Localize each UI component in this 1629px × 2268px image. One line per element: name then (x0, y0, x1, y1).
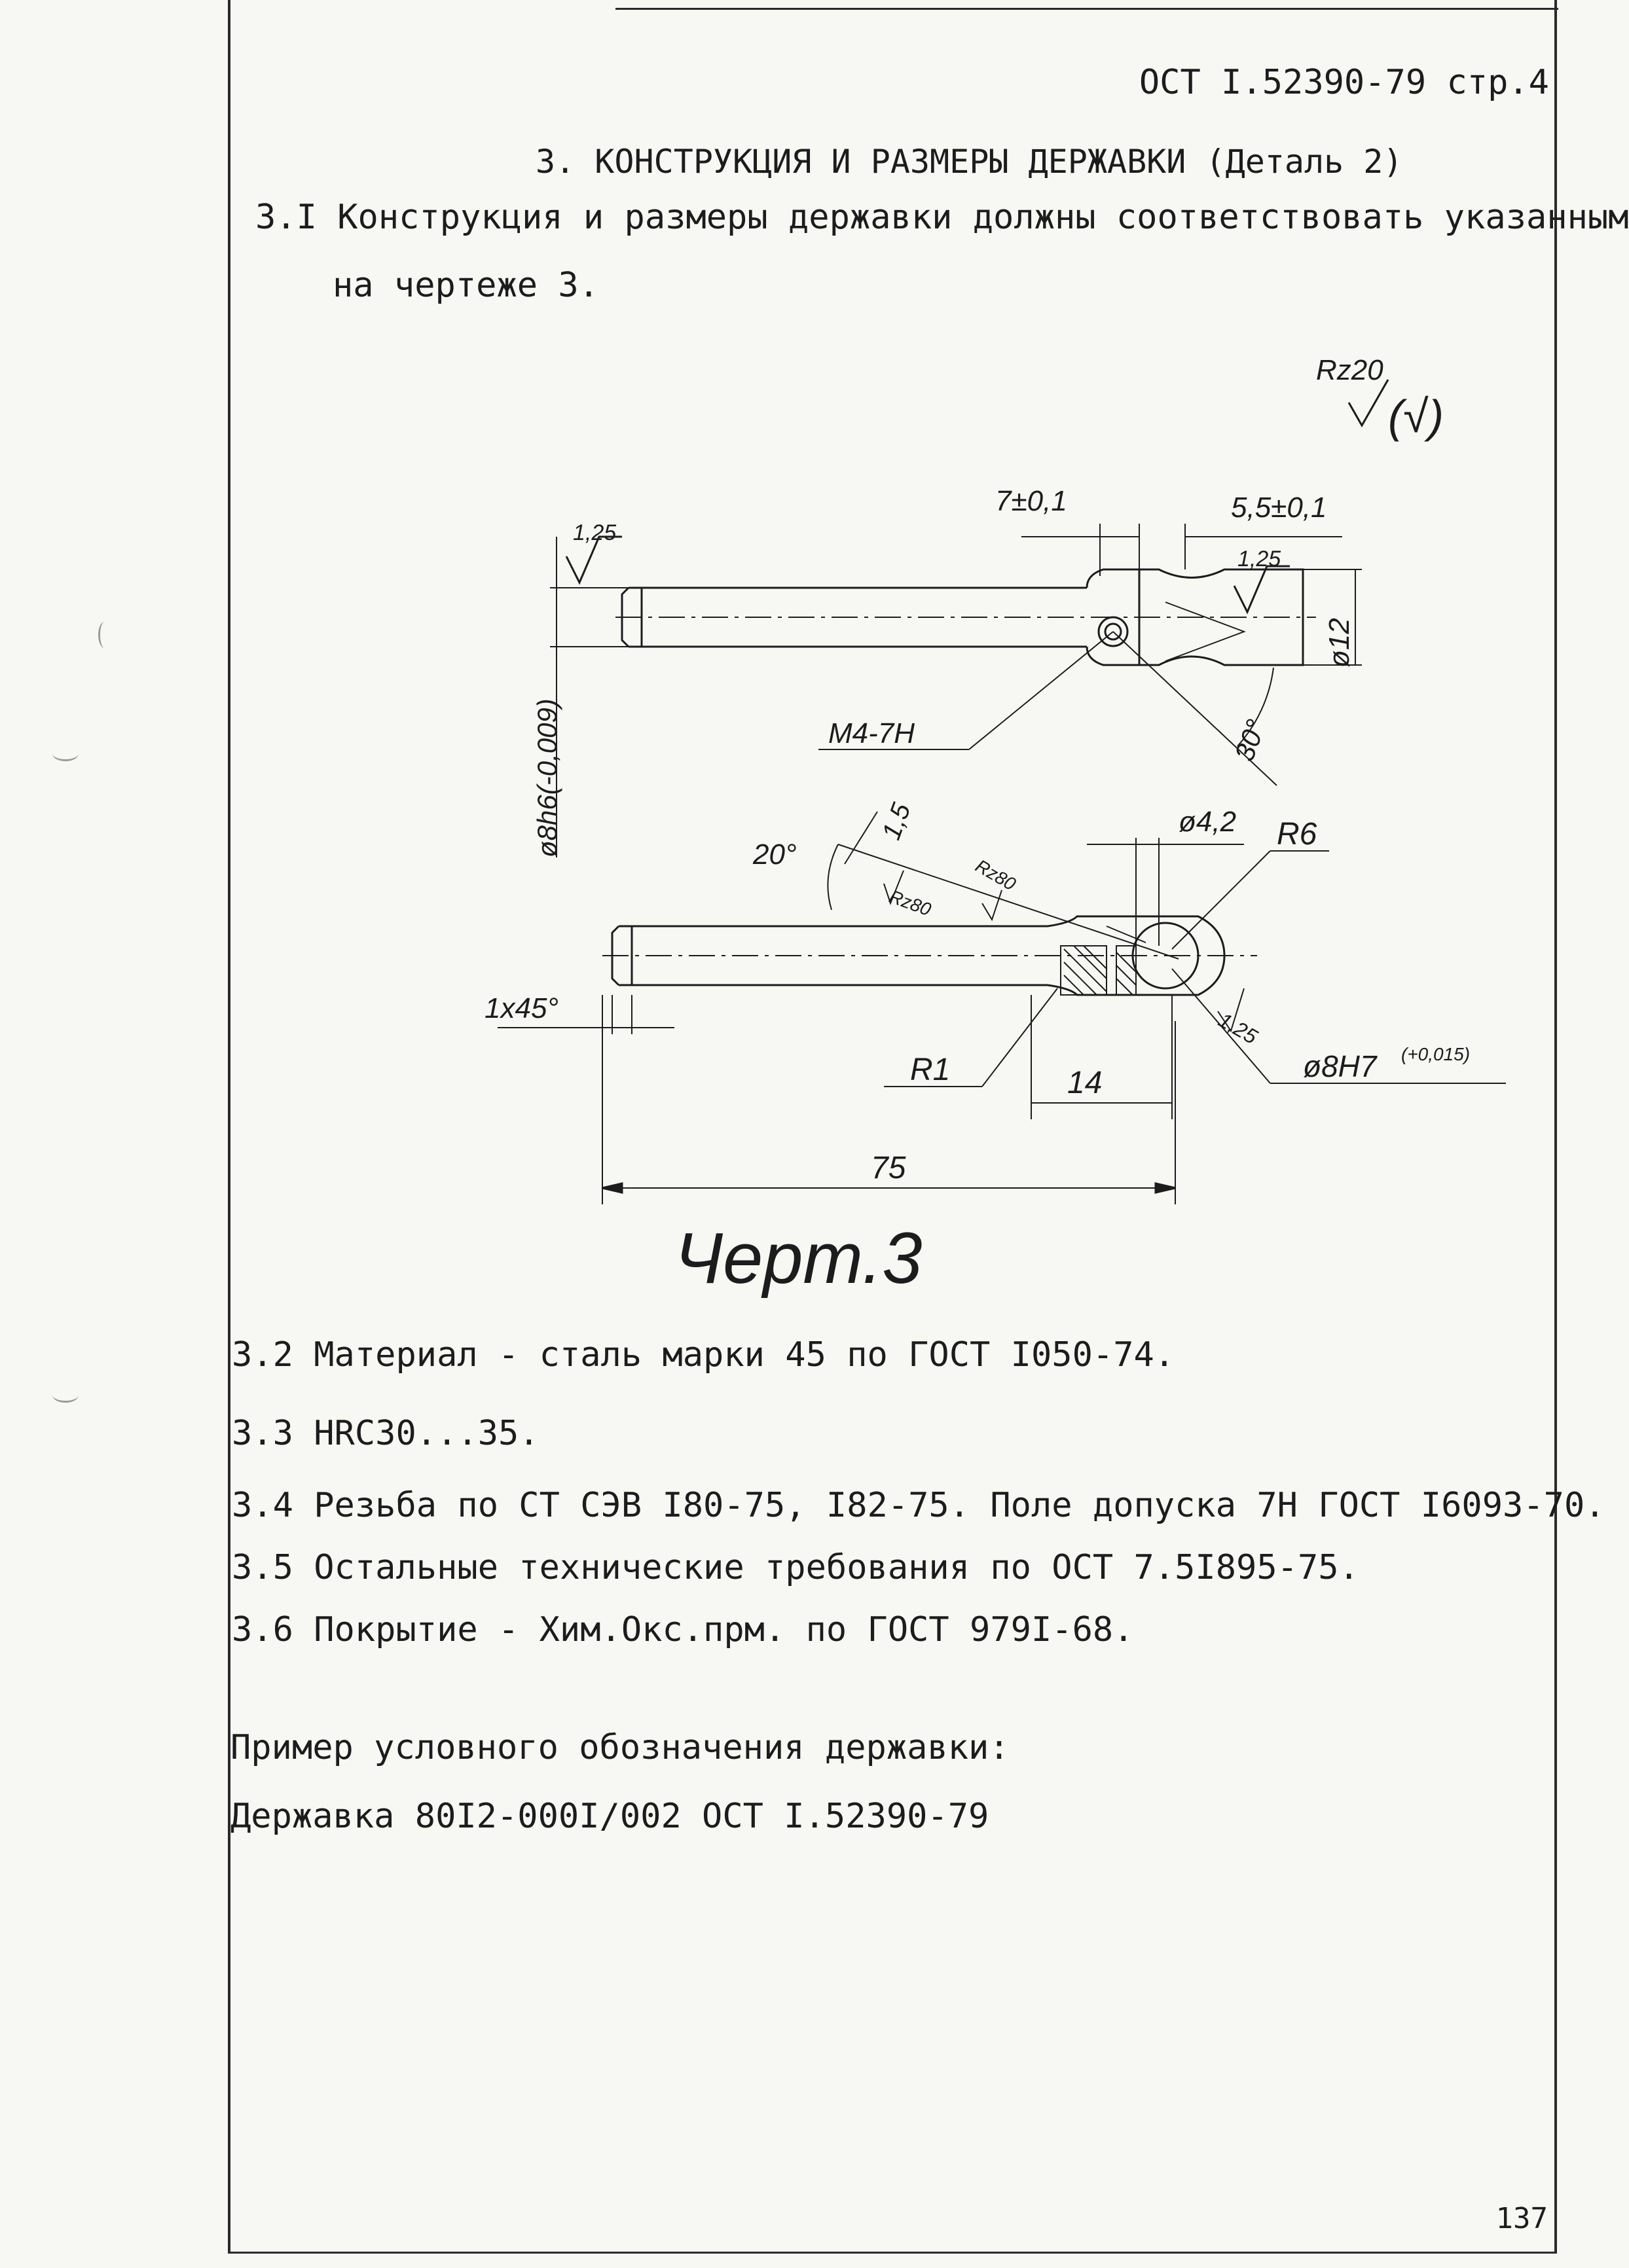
page-frame (228, 0, 1557, 2254)
chamfer-1x45: 1x45° (485, 992, 558, 1024)
angle-20: 20° (752, 838, 797, 871)
dim-1-5: 1,5 (877, 799, 917, 844)
rz80-b: Rz80 (972, 855, 1019, 895)
roughness-bracket: (√) (1388, 391, 1444, 442)
roughness-symbol: R​z20 (√) (1316, 354, 1444, 442)
list-item: 3.3 HRC30...35. (232, 1414, 540, 1453)
clause-3-1-line2: на чертеже 3. (333, 266, 599, 305)
item-text: HRC30...35. (314, 1414, 540, 1453)
list-item: 3.4 Резьба по СТ СЭВ I80-75, I82-75. Пол… (232, 1486, 1605, 1525)
top-border-line (615, 8, 1558, 10)
dim-roughness-125-right: 1,25 (1237, 547, 1281, 571)
item-number: 3.2 (232, 1335, 293, 1375)
dim-roughness-125-head: 1,25 (1215, 1008, 1262, 1049)
radius-6: R6 (1277, 817, 1317, 852)
page-number: 137 (1495, 2202, 1548, 2235)
example-value: Державка 80I2-000I/002 ОСТ I.52390-79 (230, 1797, 989, 1836)
example-label: Пример условного обозначения державки: (230, 1728, 1010, 1767)
dim-14: 14 (1067, 1066, 1102, 1100)
item-text: Резьба по СТ СЭВ I80-75, I82-75. Поле до… (314, 1486, 1605, 1525)
dim-5-5: 5,5±0,1 (1231, 492, 1327, 524)
item-number: 3.4 (232, 1486, 293, 1525)
item-text: Материал - сталь марки 45 по ГОСТ I050-7… (314, 1335, 1175, 1375)
dim-d12: ø12 (1323, 618, 1355, 668)
item-text: Остальные технические требования по ОСТ … (314, 1548, 1359, 1587)
item-number: 3.5 (232, 1548, 293, 1587)
item-number: 3.3 (232, 1414, 293, 1453)
list-item: 3.2 Материал - сталь марки 45 по ГОСТ I0… (232, 1335, 1175, 1375)
roughness-label: R​z20 (1316, 354, 1383, 386)
dim-roughness-125-left: 1,25 (573, 520, 616, 545)
dim-d8h7-tolerance: (+0,015) (1401, 1044, 1470, 1064)
drawing-caption: Черт.3 (674, 1218, 923, 1299)
thread-label: M4-7H (828, 717, 915, 749)
document-reference: ОСТ I.52390-79 стр.4 (1139, 63, 1549, 102)
rz80-a: Rz80 (887, 886, 934, 920)
dim-75: 75 (871, 1151, 906, 1185)
list-item: 3.6 Покрытие - Хим.Окс.прм. по ГОСТ 979I… (232, 1610, 1134, 1649)
radius-1: R1 (910, 1053, 950, 1087)
dim-d4-2: ø4,2 (1179, 806, 1236, 838)
section-title: 3. КОНСТРУКЦИЯ И РАЗМЕРЫ ДЕРЖАВКИ (Детал… (536, 143, 1403, 181)
list-item: 3.5 Остальные технические требования по … (232, 1548, 1359, 1587)
scan-mark (98, 622, 111, 648)
item-text: Покрытие - Хим.Окс.прм. по ГОСТ 979I-68. (314, 1610, 1134, 1649)
top-view: 1,25 7±0,1 5,5±0,1 1,25 ø12 ø8h6(-0,009)… (532, 485, 1362, 857)
angle-30: 30° (1228, 715, 1272, 765)
item-number: 3.6 (232, 1610, 293, 1649)
technical-drawing: R​z20 (√) 1,25 7±0,1 5,5±0,1 1,25 ø1 (485, 354, 1506, 1299)
dim-d8h7: ø8H7 (1303, 1049, 1378, 1083)
dim-d8h6: ø8h6(-0,009) (532, 698, 562, 857)
clause-3-1-line1: 3.I Конструкция и размеры державки должн… (255, 198, 1629, 237)
scan-mark (52, 746, 79, 761)
front-view: 20° 1,5 Rz80 Rz80 ø4,2 R6 1x45° R1 14 1 (485, 799, 1506, 1204)
clause-3-1: 3.I Конструкция и размеры державки должн… (255, 183, 1629, 319)
scan-mark (52, 1388, 79, 1403)
dim-7: 7±0,1 (995, 485, 1067, 517)
